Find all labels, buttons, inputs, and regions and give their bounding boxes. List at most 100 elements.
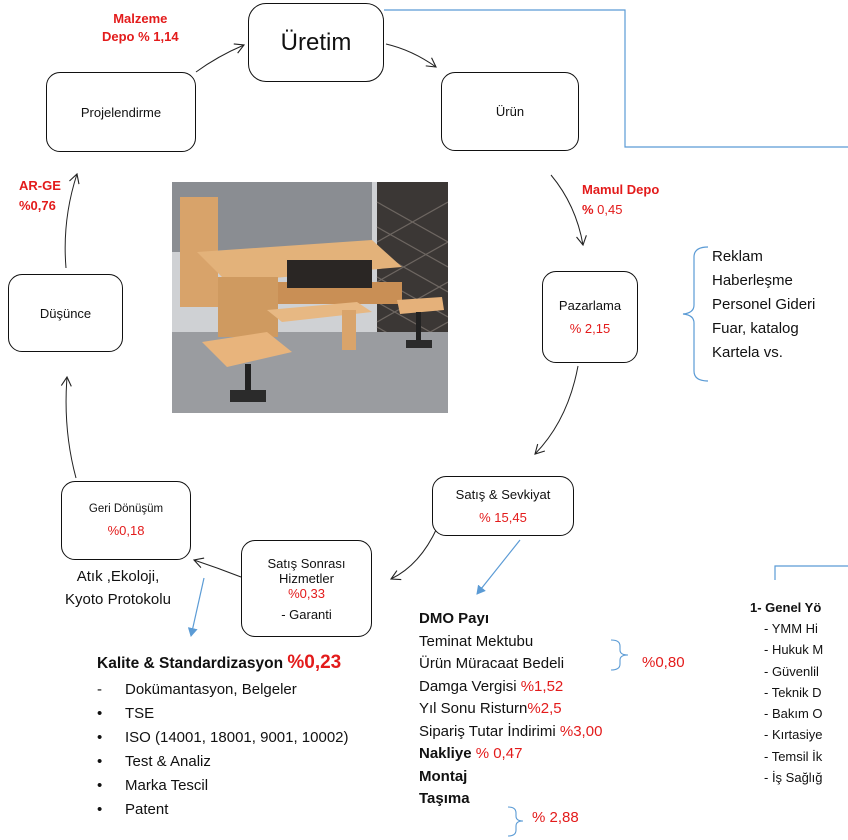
dmo-yil-sonu-label: Yıl Sonu Risturn — [419, 700, 528, 717]
node-projelendirme[interactable]: Projelendirme — [46, 72, 196, 152]
quality-item-marker: • — [97, 777, 103, 794]
node-satis-sonrasi-note: - Garanti — [281, 606, 332, 622]
marketing-brace — [682, 246, 709, 382]
quality-item-text: TSE — [125, 705, 155, 722]
dmo-damga-pct: %1,52 — [520, 677, 564, 695]
node-projelendirme-label: Projelendirme — [80, 104, 162, 120]
node-pazarlama[interactable]: Pazarlama % 2,15 — [542, 271, 638, 363]
node-uretim-label: Üretim — [280, 28, 352, 56]
arrow-pazarlama-satis — [534, 365, 579, 455]
quality-item: - Dokümantasyon, Belgeler — [97, 678, 349, 702]
marketing-item: Haberleşme — [712, 272, 793, 289]
dmo-nakliye: Nakliye % 0,47 — [419, 743, 602, 766]
marketing-item: Fuar, katalog — [712, 320, 799, 337]
quality-item-text: Marka Tescil — [125, 777, 209, 794]
dmo-title: DMO Payı — [419, 610, 490, 627]
node-satis-sevkiyat[interactable]: Satış & Sevkiyat % 15,45 — [432, 476, 574, 536]
node-geri-donusum-label: Geri Dönüşüm — [88, 503, 164, 515]
mamul-depo-pct-value: 0,45 — [593, 202, 623, 217]
dmo-tasima: Taşıma — [419, 790, 470, 807]
general-item: - Güvenlil — [764, 663, 819, 679]
furniture-photo — [172, 182, 448, 413]
general-item: - Kırtasiye — [764, 727, 823, 743]
arrow-dusunce-projelendirme — [64, 172, 80, 269]
general-item: - Teknik D — [764, 684, 822, 700]
general-bracket — [774, 565, 848, 580]
arrow-geridonusum-dusunce — [60, 375, 77, 479]
dmo-siparis: Sipariş Tutar İndirimi %3,00 — [419, 721, 602, 744]
dmo-yil-sonu-pct: %2,5 — [527, 700, 562, 717]
atik-line2: Kyoto Protokolu — [65, 591, 171, 608]
quality-title-text: Kalite & Standardizasyon — [97, 655, 288, 672]
quality-item-marker: • — [97, 753, 103, 770]
dmo-brace — [610, 639, 629, 671]
general-section: 1- Genel Yö - YMM Hi - Hukuk M - Güvenli… — [750, 598, 848, 788]
node-pazarlama-pct: % 2,15 — [569, 321, 611, 336]
dmo-nakliye-label: Nakliye — [419, 745, 472, 762]
general-item: - YMM Hi — [764, 621, 818, 636]
arge-label: AR-GE %0,76 — [19, 176, 61, 216]
general-item: - Bakım O — [764, 706, 823, 722]
marketing-list: Reklam Haberleşme Personel Gideri Fuar, … — [712, 245, 815, 365]
general-item: - Temsil İk — [764, 748, 823, 764]
dmo-urun-muracaat: Ürün Müracaat Bedeli — [419, 655, 565, 672]
node-pazarlama-label: Pazarlama — [558, 298, 622, 313]
dmo-section: DMO Payı Teminat Mektubu Ürün Müracaat B… — [419, 608, 602, 811]
quality-item-text: Patent — [125, 801, 169, 818]
node-geri-donusum[interactable]: Geri Dönüşüm %0,18 — [61, 481, 191, 560]
malzeme-depo-label: Malzeme Depo % 1,14 — [102, 10, 179, 46]
quality-item: • Patent — [97, 798, 349, 822]
quality-item: • Marka Tescil — [97, 774, 349, 798]
quality-item: •TSE — [97, 702, 349, 726]
quality-pct: %0,23 — [287, 652, 342, 673]
mamul-depo-label: Mamul Depo % 0,45 — [582, 180, 659, 220]
quality-item-text: Dokümantasyon, Belgeler — [125, 681, 297, 698]
dmo-damga-label: Damga Vergisi — [419, 677, 521, 695]
arrow-satissonrasi-kalite — [187, 577, 205, 637]
marketing-item: Reklam — [712, 248, 763, 265]
node-satis-pct: % 15,45 — [479, 510, 527, 525]
node-urun[interactable]: Ürün — [441, 72, 579, 151]
quality-item-marker: • — [97, 729, 103, 746]
node-dusunce-label: Düşünce — [39, 305, 92, 321]
arrow-uretim-urun — [385, 43, 437, 68]
uretim-connector-line — [384, 9, 848, 148]
node-satis-sonrasi-pct: %0,33 — [288, 585, 325, 601]
arrow-projelendirme-uretim — [195, 43, 246, 73]
marketing-item: Kartela vs. — [712, 344, 783, 361]
atik-ekoloji-text: Atık ,Ekoloji, Kyoto Protokolu — [48, 565, 188, 611]
mamul-depo-pct-symbol: % — [582, 202, 594, 217]
dmo-damga: Damga Vergisi %1,52 — [419, 676, 602, 699]
node-geri-donusum-pct: %0,18 — [107, 523, 145, 538]
marketing-item: Personel Gideri — [712, 296, 816, 313]
arrow-urun-pazarlama — [550, 174, 587, 247]
quality-title: Kalite & Standardizasyon %0,23 — [97, 652, 349, 674]
general-list: - YMM Hi - Hukuk M - Güvenlil - Teknik D… — [764, 618, 848, 788]
dmo-siparis-label: Sipariş Tutar İndirimi — [419, 722, 560, 740]
quality-item: • Test & Analiz — [97, 750, 349, 774]
node-uretim[interactable]: Üretim — [248, 3, 384, 82]
desk-illustration — [172, 182, 448, 413]
general-title: 1- Genel Yö — [750, 600, 822, 615]
dmo-montaj: Montaj — [419, 767, 468, 785]
quality-item-marker: • — [97, 801, 103, 818]
general-item: - İş Sağlığ — [764, 770, 823, 786]
arrow-satissonrasi-geridonusum — [192, 557, 242, 578]
arrow-satis-satissonrasi — [389, 527, 438, 581]
quality-item: • ISO (14001, 18001, 9001, 10002) — [97, 726, 349, 750]
node-dusunce[interactable]: Düşünce — [8, 274, 123, 352]
dmo-nakliye-pct: % 0,47 — [471, 745, 523, 762]
dmo-siparis-pct: %3,00 — [559, 722, 603, 740]
node-satis-sonrasi[interactable]: Satış Sonrası Hizmetler %0,33 - Garanti — [241, 540, 372, 637]
malzeme-depo-line2: Depo % 1,14 — [102, 29, 179, 44]
node-urun-label: Ürün — [495, 104, 525, 119]
malzeme-depo-line1: Malzeme — [113, 11, 168, 26]
node-satis-sonrasi-line2: Hizmetler — [279, 570, 334, 586]
quality-item-text: Test & Analiz — [125, 753, 211, 770]
general-item: - Hukuk M — [764, 642, 824, 658]
quality-item-text: ISO (14001, 18001, 9001, 10002) — [125, 729, 349, 746]
quality-section: Kalite & Standardizasyon %0,23 - Dokümant… — [97, 652, 349, 822]
quality-item-marker: - — [97, 681, 102, 698]
arrow-satis-dmo — [476, 539, 521, 595]
